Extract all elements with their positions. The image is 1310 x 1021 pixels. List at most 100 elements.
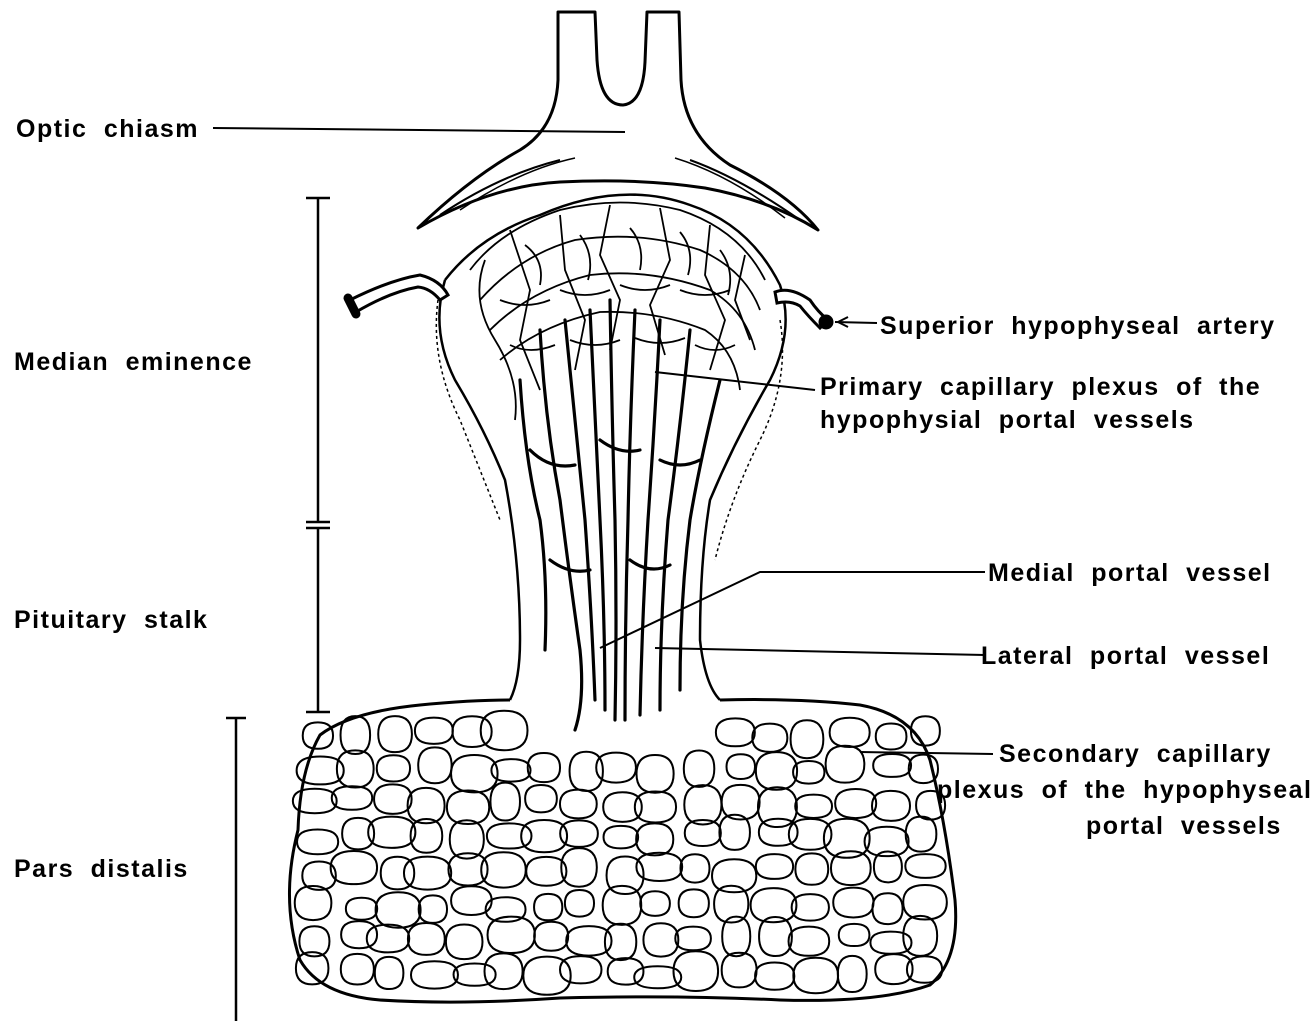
- capillary-cell: [675, 927, 711, 951]
- capillary-cell: [789, 927, 830, 956]
- capillary-cell: [534, 922, 568, 951]
- capillary-cell: [341, 954, 374, 985]
- capillary-cell: [415, 718, 453, 744]
- capillary-cell: [674, 951, 719, 991]
- label-optic-chiasm: Optic chiasm: [16, 115, 199, 143]
- capillary-cell: [722, 953, 757, 988]
- capillary-cell: [447, 791, 489, 825]
- capillary-cell: [560, 790, 597, 819]
- capillary-cell: [905, 854, 945, 878]
- capillary-cell: [791, 720, 824, 758]
- capillary-cell: [560, 956, 601, 983]
- capillary-cell: [835, 789, 876, 818]
- capillary-cell: [636, 823, 673, 855]
- region-brackets: [226, 198, 330, 1021]
- label-median-eminence: Median eminence: [14, 348, 253, 376]
- leader-secondary-plexus: [860, 752, 993, 754]
- capillary-cell: [419, 895, 447, 923]
- capillary-cell: [297, 830, 338, 855]
- leader-medial-portal: [600, 572, 985, 648]
- capillary-cell: [722, 785, 760, 820]
- capillary-cell: [752, 724, 787, 752]
- capillary-cell: [793, 958, 838, 993]
- label-lateral-portal: Lateral portal vessel: [981, 642, 1270, 670]
- label-superior-artery: Superior hypophyseal artery: [880, 312, 1276, 340]
- capillary-cell: [755, 962, 794, 989]
- capillary-cell: [525, 785, 557, 812]
- capillary-cell: [490, 783, 520, 821]
- capillary-cell: [870, 932, 911, 954]
- portal-vessels: [520, 300, 720, 730]
- capillary-cell: [303, 722, 333, 748]
- capillary-cell: [374, 784, 412, 813]
- capillary-cell: [346, 898, 377, 920]
- capillary-cell: [408, 788, 445, 823]
- capillary-cell: [756, 752, 797, 790]
- capillary-cell: [839, 924, 870, 946]
- capillary-cell: [826, 746, 865, 783]
- capillary-cell: [604, 826, 639, 848]
- capillary-cell: [446, 925, 483, 960]
- leader-primary-plexus: [655, 372, 815, 390]
- capillary-cell: [570, 752, 603, 791]
- capillary-cell: [637, 755, 674, 793]
- capillary-cell: [756, 854, 793, 879]
- capillary-cell: [833, 888, 873, 918]
- capillary-cell: [411, 961, 458, 988]
- label-primary-plexus-line2: hypophysial portal vessels: [820, 406, 1195, 434]
- capillary-cell: [684, 785, 721, 824]
- label-secondary-plexus-line1: Secondary capillary: [999, 740, 1272, 768]
- capillary-cell: [526, 857, 566, 886]
- capillary-cell: [452, 716, 491, 747]
- capillary-cell: [876, 724, 907, 750]
- capillary-cell: [408, 923, 445, 955]
- capillary-cell: [534, 894, 562, 920]
- capillary-cell: [903, 885, 947, 919]
- capillary-cell: [451, 755, 498, 792]
- capillary-cell: [418, 747, 451, 783]
- capillary-cell: [872, 893, 902, 924]
- primary-capillary-plexus: [470, 203, 765, 421]
- label-secondary-plexus-line3: portal vessels: [1086, 812, 1282, 840]
- secondary-capillary-plexus: [293, 711, 947, 995]
- capillary-cell: [528, 753, 560, 782]
- capillary-cell: [337, 750, 374, 787]
- capillary-cell: [716, 718, 755, 746]
- capillary-cell: [872, 791, 910, 821]
- capillary-cell: [342, 818, 374, 849]
- capillary-cell: [911, 716, 940, 745]
- capillary-cell: [873, 754, 911, 777]
- capillary-cell: [377, 755, 410, 781]
- capillary-cell: [341, 921, 377, 948]
- capillary-cell: [376, 892, 421, 928]
- capillary-cell: [481, 711, 528, 750]
- leader-lateral-portal: [655, 648, 985, 655]
- capillary-cell: [378, 716, 412, 752]
- label-primary-plexus-line1: Primary capillary plexus of the: [820, 373, 1261, 401]
- capillary-cell: [523, 957, 570, 995]
- capillary-cell: [331, 851, 377, 884]
- capillary-cell: [679, 889, 709, 917]
- capillary-cell: [367, 925, 409, 953]
- capillary-cell: [640, 891, 670, 916]
- capillary-cell: [712, 859, 756, 892]
- capillary-cell: [643, 923, 678, 956]
- capillary-cell: [603, 792, 642, 822]
- capillary-cell: [608, 958, 644, 984]
- optic-chiasm: [418, 12, 818, 230]
- capillary-cell: [684, 751, 715, 787]
- label-pituitary-stalk: Pituitary stalk: [14, 606, 208, 634]
- capillary-cell: [375, 957, 404, 989]
- label-secondary-plexus-line2: plexus of the hypophyseal: [937, 776, 1310, 804]
- capillary-cell: [605, 924, 636, 960]
- label-medial-portal: Medial portal vessel: [988, 559, 1272, 587]
- capillary-cell: [680, 854, 709, 882]
- capillary-cell: [565, 890, 594, 917]
- capillary-cell: [295, 886, 332, 920]
- capillary-cell: [795, 853, 828, 884]
- label-pars-distalis: Pars distalis: [14, 855, 189, 883]
- capillary-cell: [830, 718, 870, 747]
- capillary-cell: [838, 956, 867, 992]
